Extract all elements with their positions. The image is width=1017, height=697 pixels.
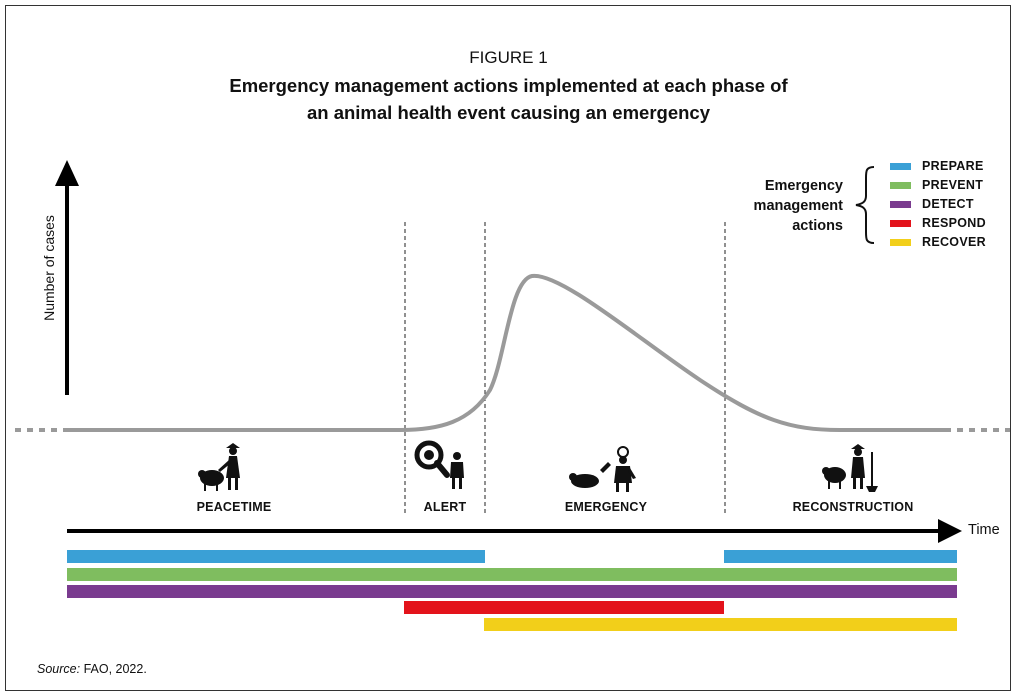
legend-title-line-1: Emergency xyxy=(764,178,843,194)
farmer-feeding-sheep-icon xyxy=(198,443,240,491)
y-axis-label: Number of cases xyxy=(41,215,57,321)
phase-label-alert: ALERT xyxy=(423,500,467,514)
legend-swatch-prepare xyxy=(890,162,911,170)
farmer-restocking-sheep-icon xyxy=(822,444,878,492)
source-text: FAO, 2022. xyxy=(80,662,147,676)
legend-title-line-2: management xyxy=(753,198,843,214)
legend-label-respond: RESPOND xyxy=(922,216,986,230)
legend-item-recover: RECOVER xyxy=(890,235,986,249)
detect-bar xyxy=(67,585,957,598)
x-axis-arrowhead xyxy=(938,519,962,543)
epidemic-curve xyxy=(67,273,945,432)
legend-item-prepare: PREPARE xyxy=(890,159,984,173)
phase-label-peacetime: PEACETIME xyxy=(196,500,272,514)
legend-item-respond: RESPOND xyxy=(890,216,986,230)
figure-label: FIGURE 1 xyxy=(469,48,548,67)
magnifier-virus-person-icon xyxy=(414,440,464,489)
recover-bar xyxy=(484,618,957,631)
respond-bar xyxy=(404,601,724,614)
source-note: Source: FAO, 2022. xyxy=(37,662,147,676)
y-axis-arrowhead xyxy=(55,160,79,186)
legend-item-detect: DETECT xyxy=(890,197,974,211)
prepare-bar-pre-emergency xyxy=(67,550,485,563)
legend-title-line-3: actions xyxy=(792,218,843,234)
legend-label-detect: DETECT xyxy=(922,197,974,211)
x-axis-label: Time xyxy=(968,522,1000,538)
legend-title: Emergency management actions xyxy=(700,176,843,236)
legend-item-prevent: PREVENT xyxy=(890,178,983,192)
figure-title-line-1: Emergency management actions implemented… xyxy=(229,75,788,96)
legend-swatch-respond xyxy=(890,219,911,227)
legend-brace xyxy=(855,166,875,244)
culling-worker-icon xyxy=(569,446,636,492)
legend-swatch-prevent xyxy=(890,181,911,189)
legend-label-prevent: PREVENT xyxy=(922,178,984,192)
source-prefix: Source: xyxy=(37,662,81,676)
legend-label-prepare: PREPARE xyxy=(922,159,984,173)
legend-swatch-recover xyxy=(890,238,911,246)
figure-title-line-2: an animal health event causing an emerge… xyxy=(306,102,711,123)
prevent-bar xyxy=(67,568,957,581)
phase-label-emergency: EMERGENCY xyxy=(564,500,648,514)
prepare-bar-reconstruction xyxy=(724,550,957,563)
legend-swatch-detect xyxy=(890,200,911,208)
legend-label-recover: RECOVER xyxy=(922,235,986,249)
phase-label-reconstruction: RECONSTRUCTION xyxy=(792,500,914,514)
